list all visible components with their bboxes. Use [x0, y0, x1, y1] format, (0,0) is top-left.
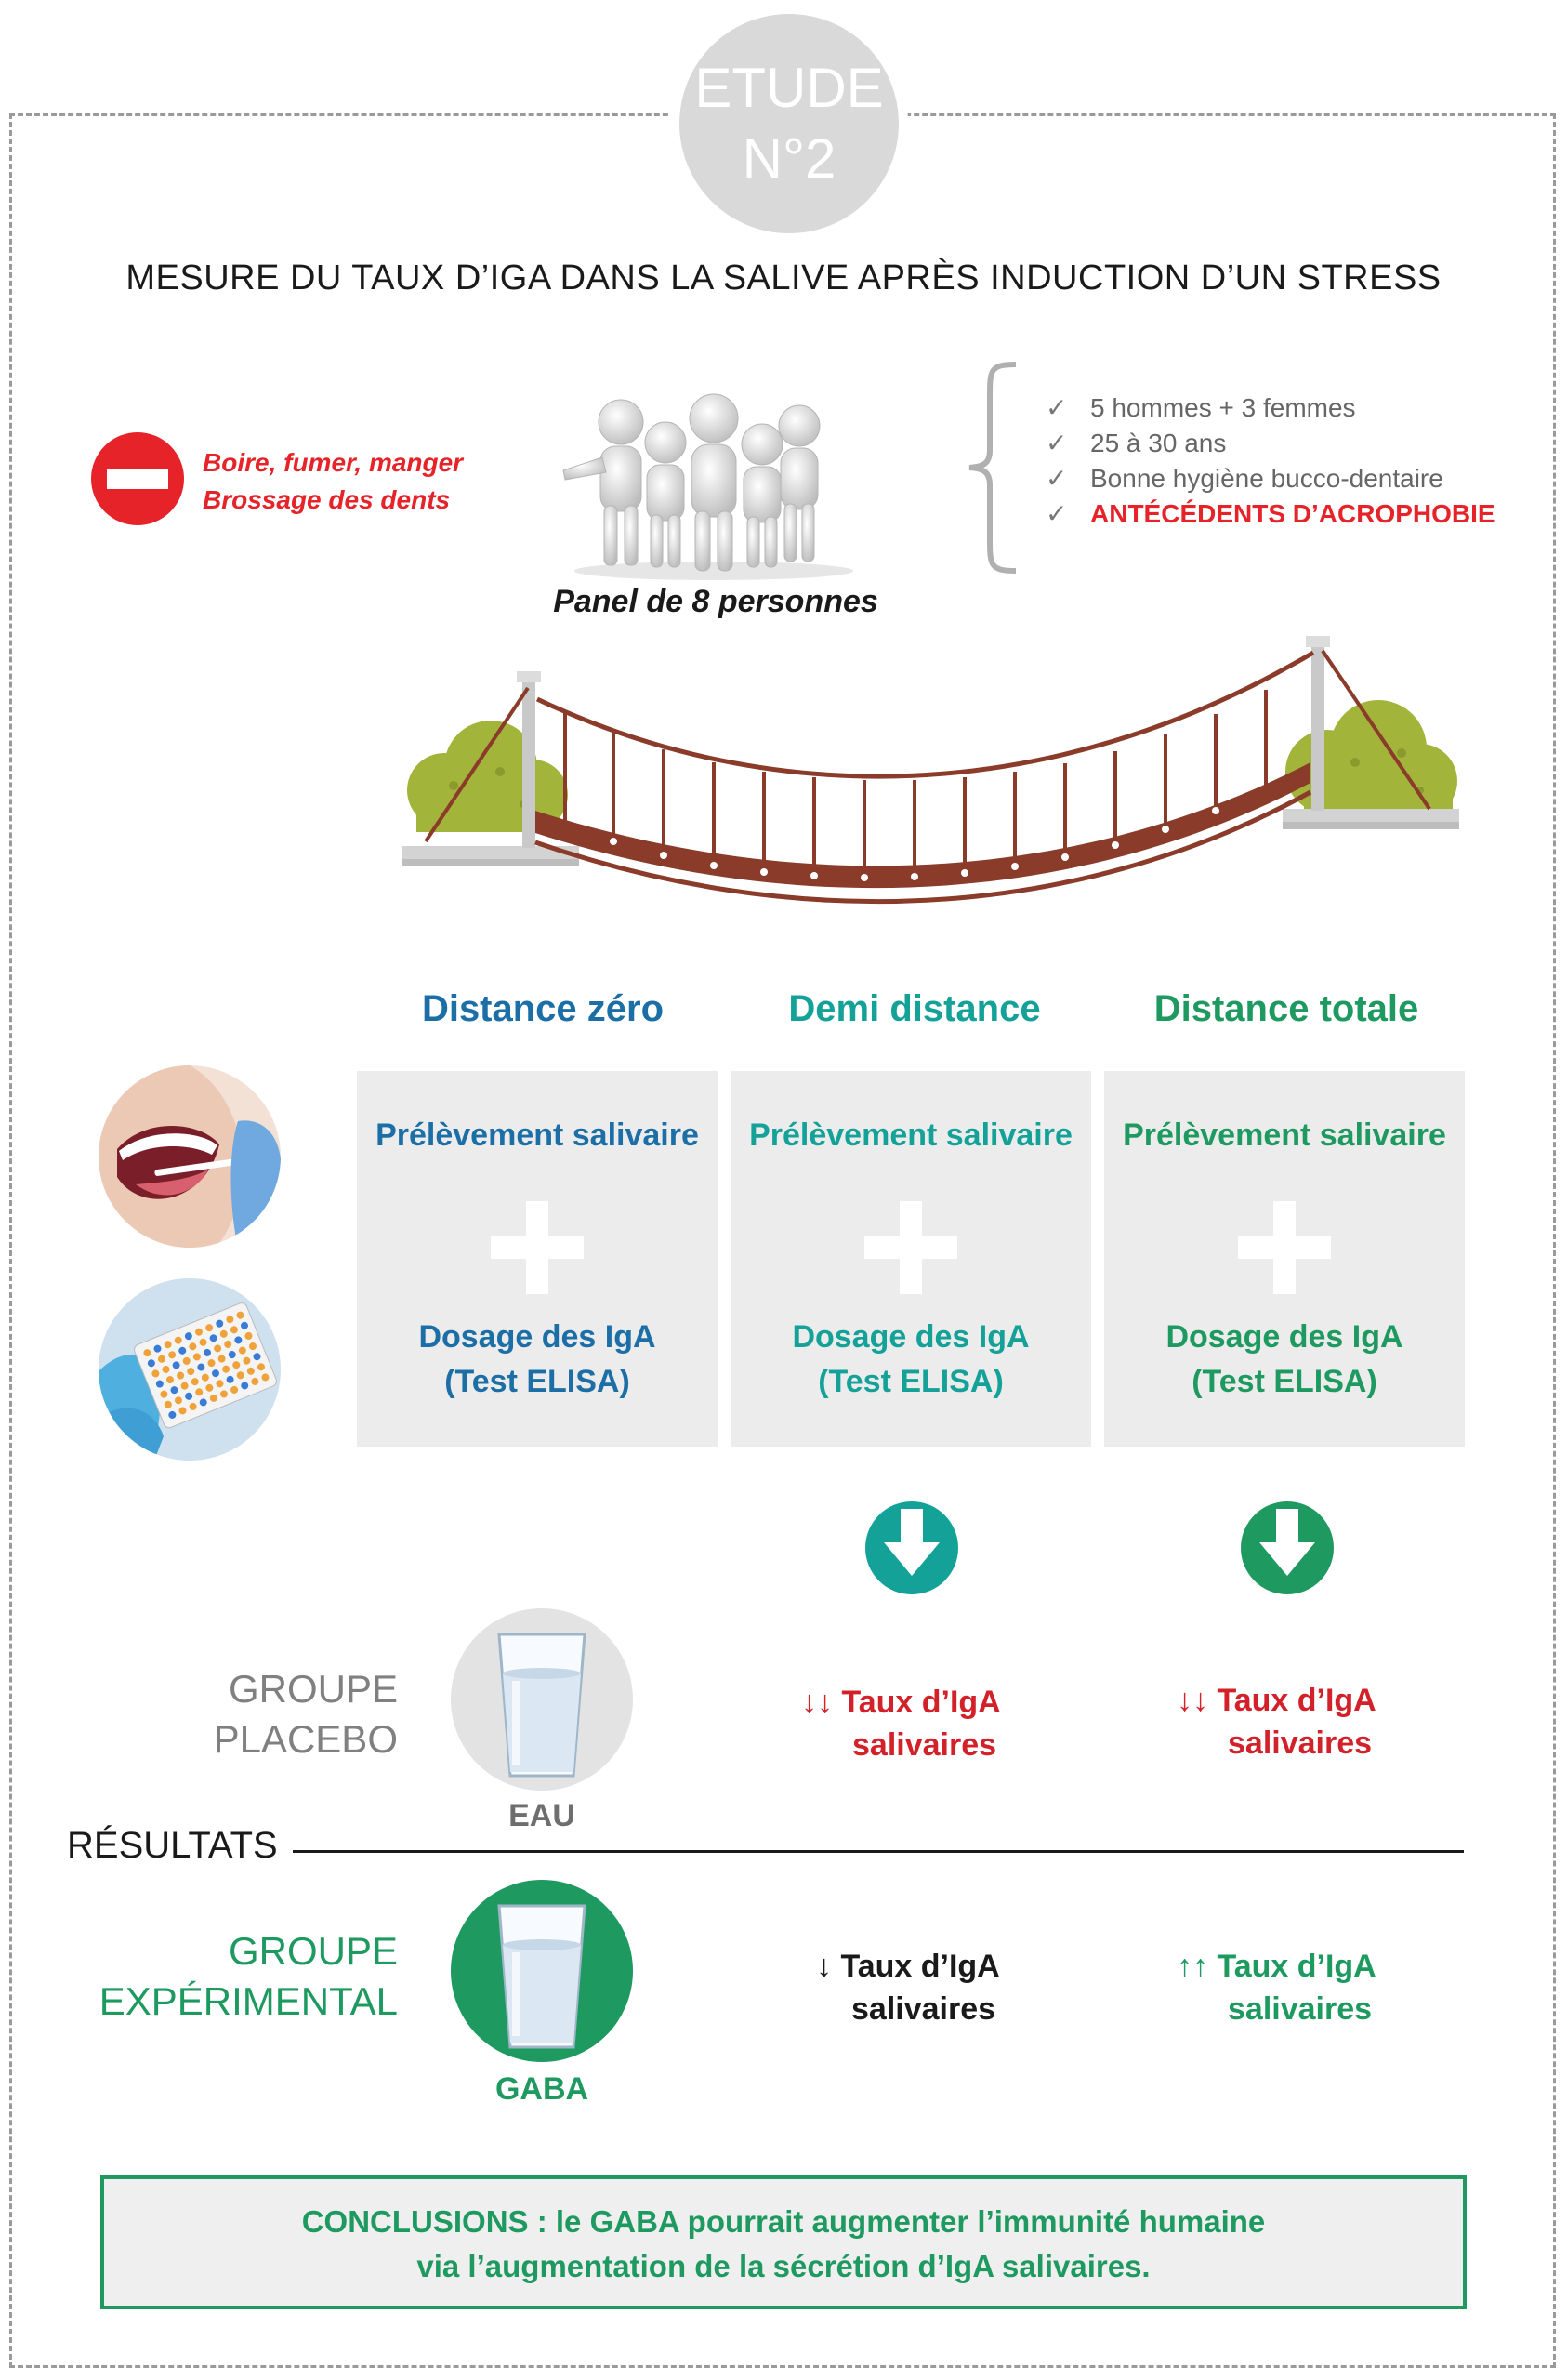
criteria-text: 25 à 30 ans	[1090, 429, 1227, 457]
water-glass-icon	[451, 1608, 633, 1791]
result-line2: salivaires	[851, 1991, 996, 2027]
restriction-line1: Boire, fumer, manger	[203, 448, 464, 477]
conclusion-line1: CONCLUSIONS : le GABA pourrait augmenter…	[301, 2204, 1266, 2239]
badge-line2: N°2	[742, 127, 836, 190]
placebo-glass-label: EAU	[508, 1798, 575, 1833]
result-experimental-total: ↑↑ Taux d’IgA salivaires	[1177, 1945, 1376, 2030]
results-divider	[293, 1850, 1464, 1853]
experimental-group-label: GROUPE EXPÉRIMENTAL	[56, 1926, 398, 2027]
elisa-plate-image	[99, 1278, 281, 1461]
group-line2: PLACEBO	[213, 1717, 398, 1761]
result-line1: Taux d’IgA	[840, 1949, 1000, 1984]
restrictions-text: Boire, fumer, manger Brossage des dents	[203, 444, 463, 519]
criteria-text-highlight: ANTÉCÉDENTS D’ACROPHOBIE	[1090, 499, 1495, 528]
no-entry-icon	[91, 432, 184, 525]
decrease-arrow-icon: ↓	[816, 1949, 832, 1984]
study-badge: ETUDE N°2	[670, 5, 908, 243]
check-icon: ✓	[1046, 393, 1068, 422]
check-icon: ✓	[1046, 499, 1068, 528]
sample-label: Prélèvement salivaire	[1123, 1117, 1446, 1153]
result-experimental-half: ↓ Taux d’IgA salivaires	[816, 1945, 1000, 2030]
criteria-item: ✓ 25 à 30 ans	[1046, 426, 1495, 461]
group-line1: GROUPE	[228, 1929, 398, 1973]
down-arrow-icon	[1241, 1501, 1334, 1594]
assay-line2: (Test ELISA)	[444, 1364, 630, 1399]
column-heading-zero: Distance zéro	[421, 988, 665, 1029]
decrease-arrows-icon: ↓↓	[801, 1685, 833, 1720]
suspension-bridge-icon	[402, 636, 1459, 905]
placebo-group-label: GROUPE PLACEBO	[158, 1664, 398, 1765]
brace-icon	[968, 362, 1017, 574]
results-label: RÉSULTATS	[67, 1825, 278, 1866]
procedure-box-zero: Prélèvement salivaire Dosage des IgA (Tes…	[357, 1071, 718, 1447]
people-group-icon	[562, 393, 853, 580]
result-placebo-total: ↓↓ Taux d’IgA salivaires	[1177, 1679, 1376, 1765]
assay-line2: (Test ELISA)	[1192, 1364, 1377, 1399]
criteria-item: ✓ Bonne hygiène bucco-dentaire	[1046, 461, 1495, 496]
page-title: MESURE DU TAUX D’IGA DANS LA SALIVE APRÈ…	[125, 258, 1442, 298]
gaba-glass-icon	[451, 1880, 633, 2062]
check-icon: ✓	[1046, 464, 1068, 493]
plus-icon	[491, 1201, 584, 1294]
result-placebo-half: ↓↓ Taux d’IgA salivaires	[801, 1681, 1001, 1766]
assay-line1: Dosage des IgA	[418, 1319, 656, 1355]
check-icon: ✓	[1046, 429, 1068, 457]
group-line1: GROUPE	[228, 1667, 398, 1711]
sample-label: Prélèvement salivaire	[749, 1117, 1073, 1153]
decrease-arrows-icon: ↓↓	[1177, 1683, 1208, 1718]
restriction-line2: Brossage des dents	[203, 485, 451, 514]
procedure-box-half: Prélèvement salivaire Dosage des IgA (Tes…	[731, 1071, 1091, 1447]
result-line2: salivaires	[1228, 1991, 1373, 2027]
plus-icon	[864, 1201, 957, 1294]
result-line1: Taux d’IgA	[841, 1685, 1001, 1720]
criteria-text: Bonne hygiène bucco-dentaire	[1090, 464, 1443, 493]
criteria-text: 5 hommes + 3 femmes	[1090, 393, 1356, 422]
procedure-box-total: Prélèvement salivaire Dosage des IgA (Tes…	[1104, 1071, 1465, 1447]
saliva-sampling-image	[99, 1065, 281, 1248]
assay-label: Dosage des IgA (Test ELISA)	[1104, 1315, 1465, 1404]
result-line2: salivaires	[852, 1727, 997, 1763]
assay-label: Dosage des IgA (Test ELISA)	[357, 1315, 718, 1404]
criteria-list: ✓ 5 hommes + 3 femmes ✓ 25 à 30 ans ✓ Bonne…	[1046, 390, 1495, 532]
down-arrow-icon	[865, 1501, 958, 1594]
result-line1: Taux d’IgA	[1217, 1949, 1376, 1984]
column-heading-half: Demi distance	[788, 988, 1041, 1029]
criteria-item: ✓ 5 hommes + 3 femmes	[1046, 390, 1495, 426]
criteria-item: ✓ ANTÉCÉDENTS D’ACROPHOBIE	[1046, 496, 1495, 532]
increase-arrows-icon: ↑↑	[1177, 1949, 1208, 1984]
experimental-glass-label: GABA	[494, 2071, 589, 2107]
assay-line1: Dosage des IgA	[792, 1319, 1030, 1355]
sample-label: Prélèvement salivaire	[375, 1117, 699, 1153]
assay-line2: (Test ELISA)	[818, 1364, 1004, 1399]
column-heading-total: Distance totale	[1153, 988, 1419, 1029]
result-line2: salivaires	[1228, 1726, 1373, 1761]
assay-line1: Dosage des IgA	[1165, 1319, 1403, 1355]
result-line1: Taux d’IgA	[1217, 1683, 1376, 1718]
conclusion-line2: via l’augmentation de la sécrétion d’IgA…	[416, 2249, 1151, 2283]
panel-caption: Panel de 8 personnes	[553, 584, 878, 619]
assay-label: Dosage des IgA (Test ELISA)	[731, 1315, 1091, 1404]
group-line2: EXPÉRIMENTAL	[99, 1979, 398, 2023]
badge-line1: ETUDE	[694, 57, 884, 119]
plus-icon	[1238, 1201, 1331, 1294]
conclusion-box: CONCLUSIONS : le GABA pourrait augmenter…	[100, 2175, 1467, 2309]
